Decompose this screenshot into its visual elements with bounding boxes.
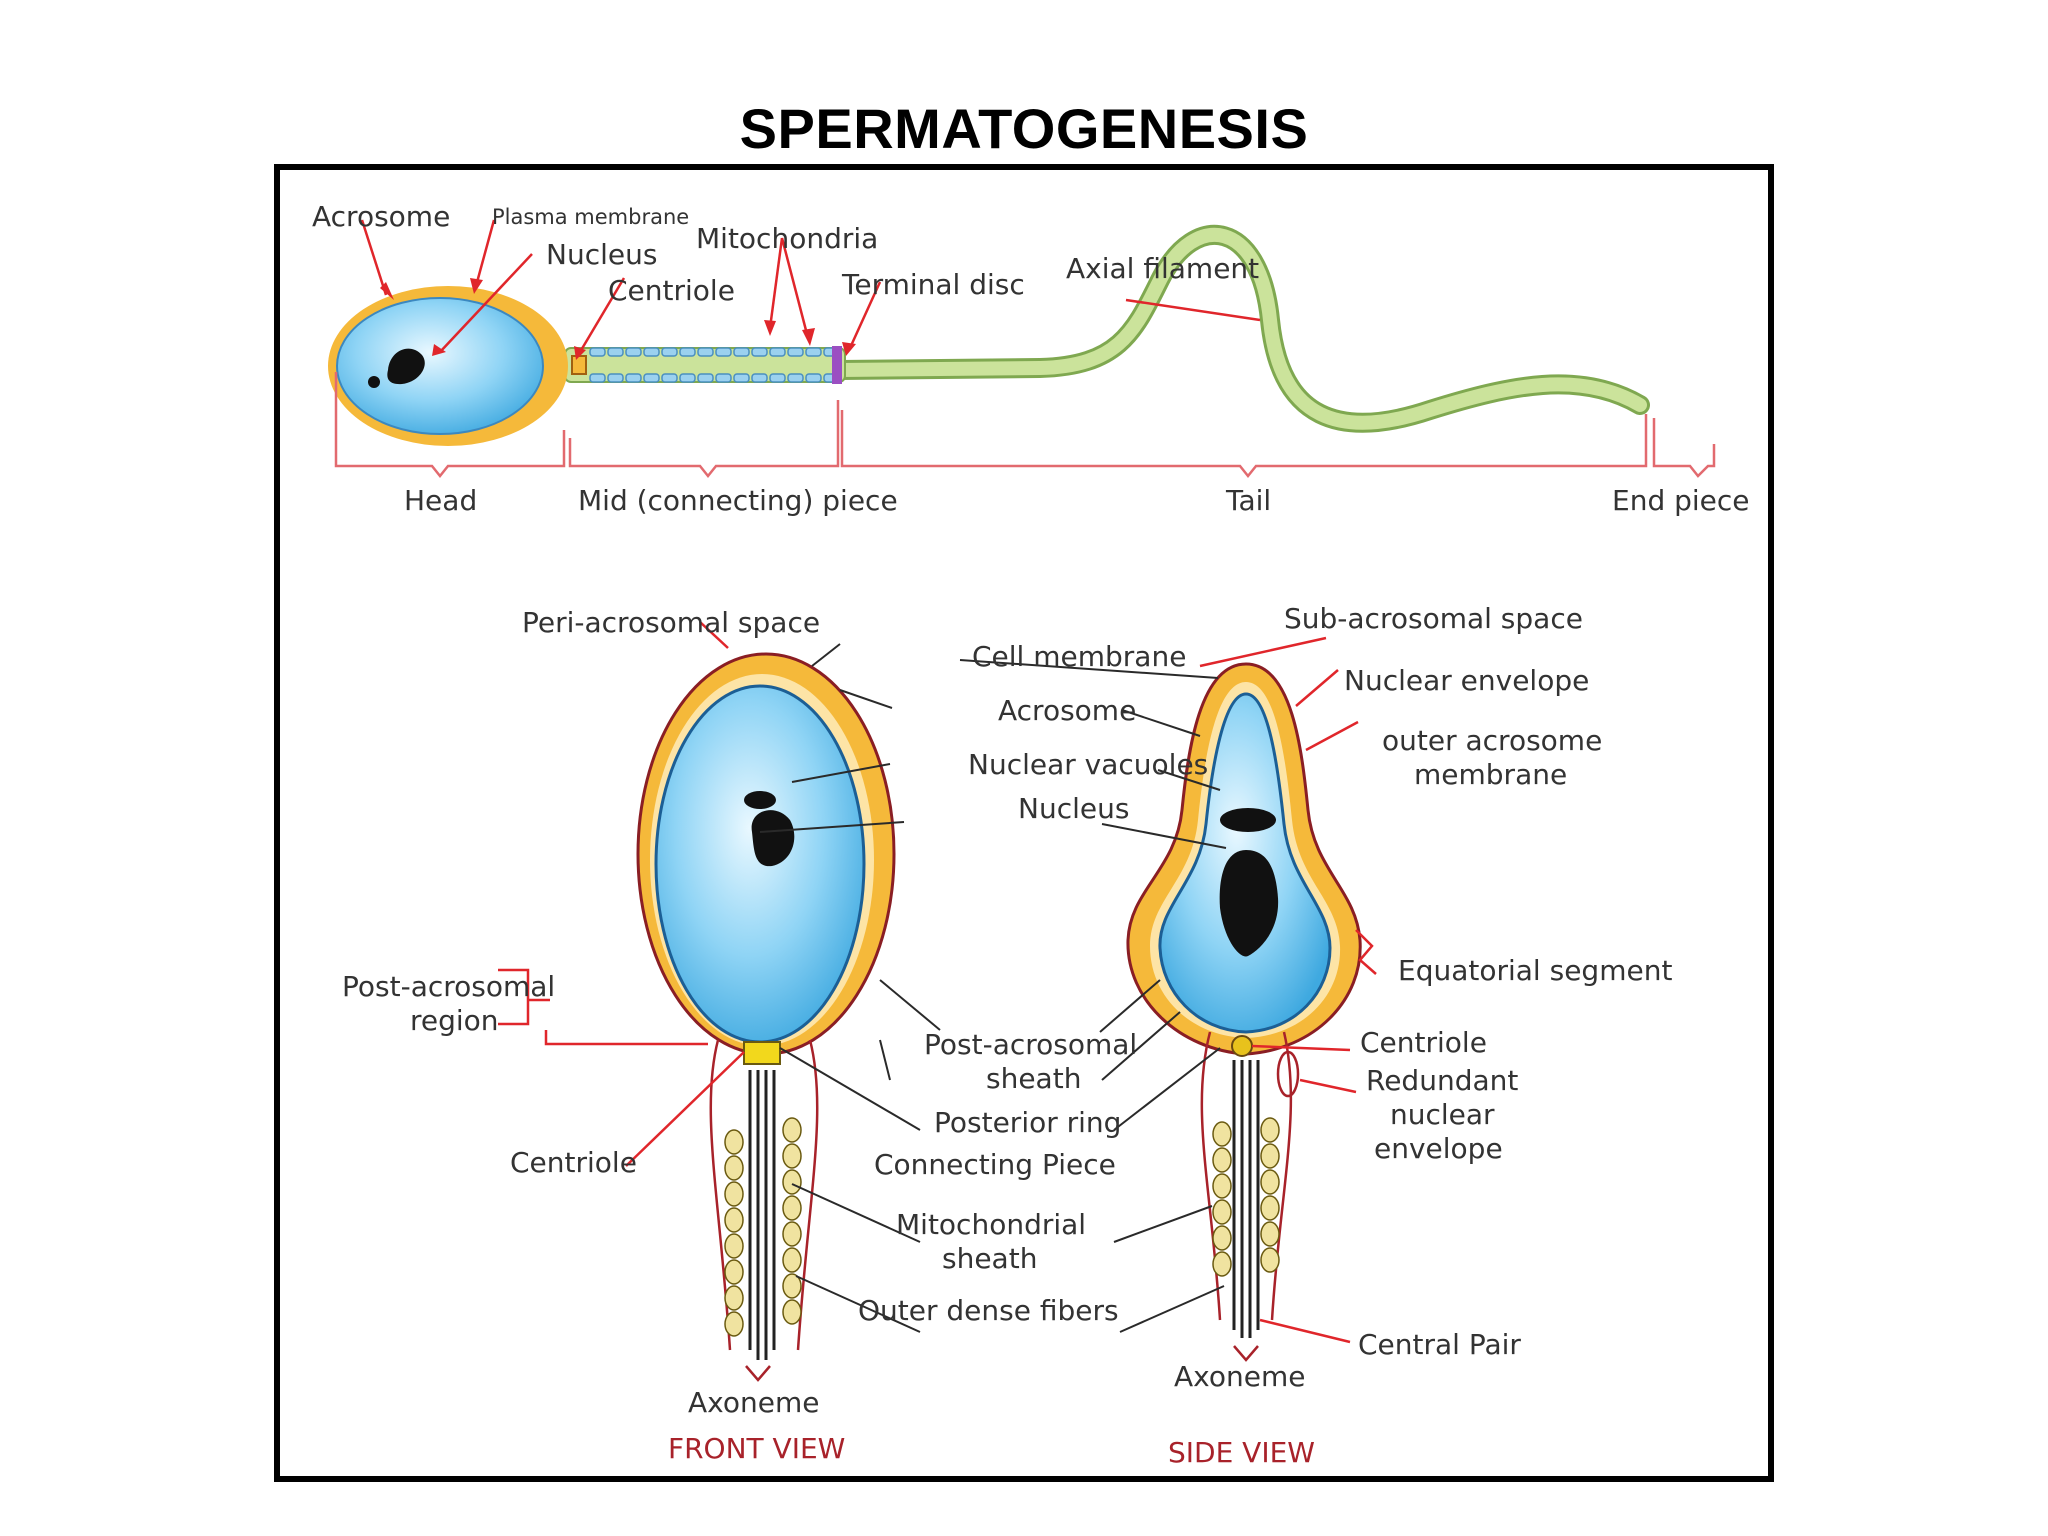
label-nuclear-vacuoles: Nuclear vacuoles	[968, 748, 1208, 781]
front-connecting-piece-shape	[743, 1041, 781, 1065]
label-redundant-nuclear-envelope-2: nuclear	[1390, 1098, 1495, 1131]
head-chromatin-shape	[387, 348, 425, 385]
label-axial-filament: Axial filament	[1066, 252, 1259, 285]
label-outer-acrosome-membrane-2: membrane	[1414, 758, 1567, 791]
side-chromatin-shape	[1219, 850, 1279, 957]
head-nucleus-shape	[336, 297, 544, 435]
caption-side-view: SIDE VIEW	[1168, 1436, 1315, 1469]
label-head: Head	[404, 484, 477, 517]
label-sub-acrosomal-space: Sub-acrosomal space	[1284, 602, 1583, 635]
label-acrosome-lower: Acrosome	[998, 694, 1136, 727]
label-redundant-nuclear-envelope-3: envelope	[1374, 1132, 1503, 1165]
slide-title: SPERMATOGENESIS	[739, 97, 1309, 160]
label-centriole-side: Centriole	[1360, 1026, 1487, 1059]
label-cell-membrane: Cell membrane	[972, 640, 1186, 673]
side-mitochondria-beads	[1212, 1117, 1280, 1277]
front-axoneme-brace	[745, 1365, 771, 1382]
label-axoneme-side: Axoneme	[1174, 1360, 1305, 1393]
sperm-diagram: Acrosome Plasma membrane Nucleus Centrio…	[312, 200, 1750, 1469]
label-tail: Tail	[1225, 484, 1271, 517]
label-mitochondrial-sheath-2: sheath	[942, 1242, 1037, 1275]
front-vacuole-shape	[744, 791, 776, 809]
side-redundant-envelope-shape	[1276, 1050, 1300, 1098]
tail-fill	[833, 227, 1647, 430]
label-peri-acrosomal-space: Peri-acrosomal space	[522, 606, 820, 639]
side-axoneme-fibers	[1232, 1060, 1260, 1338]
front-view-illustration	[636, 652, 896, 1382]
centriole-shape	[571, 355, 587, 375]
label-redundant-nuclear-envelope-1: Redundant	[1366, 1064, 1518, 1097]
side-axoneme-brace	[1233, 1345, 1259, 1362]
label-centriole: Centriole	[608, 274, 735, 307]
label-terminal-disc: Terminal disc	[841, 268, 1025, 301]
region-braces	[334, 372, 1716, 479]
front-chromatin-shape	[751, 810, 795, 867]
label-nucleus: Nucleus	[546, 238, 657, 271]
label-posterior-ring: Posterior ring	[934, 1106, 1121, 1139]
side-vacuole-shape	[1220, 808, 1276, 832]
side-centriole-shape	[1231, 1035, 1253, 1057]
label-post-acrosomal-sheath-1: Post-acrosomal	[924, 1028, 1137, 1061]
terminal-disc-shape	[832, 346, 842, 384]
diagram-frame: Acrosome Plasma membrane Nucleus Centrio…	[274, 164, 1774, 1482]
label-mitochondrial-sheath-1: Mitochondrial	[896, 1208, 1086, 1241]
label-nucleus-lower: Nucleus	[1018, 792, 1129, 825]
label-outer-acrosome-membrane-1: outer acrosome	[1382, 724, 1602, 757]
mitochondria-beads	[589, 347, 840, 383]
label-connecting-piece: Connecting Piece	[874, 1148, 1116, 1181]
label-equatorial-segment: Equatorial segment	[1398, 954, 1672, 987]
front-mitochondria-beads	[724, 1117, 802, 1337]
whole-sperm-illustration: Acrosome Plasma membrane Nucleus Centrio…	[312, 200, 1750, 517]
label-centriole-front: Centriole	[510, 1146, 637, 1179]
top-pointer-lines	[360, 219, 1261, 360]
label-mid-piece: Mid (connecting) piece	[578, 484, 898, 517]
lower-pointer-lines	[498, 621, 1377, 1344]
label-nuclear-envelope: Nuclear envelope	[1344, 664, 1589, 697]
head-vacuole-shape	[368, 376, 380, 388]
label-central-pair: Central Pair	[1358, 1328, 1521, 1361]
front-nucleus-shape	[654, 684, 866, 1044]
label-post-acrosomal-region-1: Post-acrosomal	[342, 970, 555, 1003]
label-post-acrosomal-region-2: region	[410, 1004, 499, 1037]
label-outer-dense-fibers: Outer dense fibers	[858, 1294, 1119, 1327]
label-acrosome: Acrosome	[312, 200, 450, 233]
label-axoneme-front: Axoneme	[688, 1386, 819, 1419]
front-axoneme-fibers	[748, 1070, 776, 1360]
label-plasma-membrane: Plasma membrane	[492, 205, 689, 229]
label-post-acrosomal-sheath-2: sheath	[986, 1062, 1081, 1095]
label-mitochondria: Mitochondria	[696, 222, 878, 255]
label-end-piece: End piece	[1612, 484, 1750, 517]
caption-front-view: FRONT VIEW	[668, 1432, 845, 1465]
side-view-illustration	[1126, 662, 1362, 1362]
